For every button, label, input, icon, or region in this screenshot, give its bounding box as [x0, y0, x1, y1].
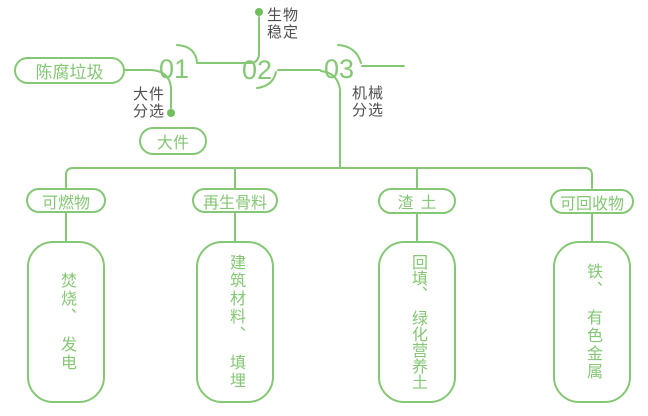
- result-box-recycled-aggregate: 建筑材料、 填埋: [196, 241, 274, 403]
- category-pill-recycled-aggregate: 再生骨料: [192, 188, 278, 213]
- step-label-bio-stabilization: 生物 稳定: [267, 7, 300, 41]
- result-box-slag-soil: 回填、 绿化营养土: [378, 241, 456, 403]
- step-label-bulky-sorting: 大件 分选: [133, 86, 166, 120]
- arc-under-step-02: [256, 71, 277, 89]
- source-label: 陈腐垃圾: [35, 63, 104, 82]
- step-number-01: 01: [158, 54, 190, 84]
- category-pill-recyclables: 可回收物: [550, 189, 634, 214]
- category-label: 再生骨料: [202, 194, 267, 212]
- result-box-recyclables: 铁、 有色金属: [553, 241, 631, 403]
- category-label: 可回收物: [559, 195, 624, 213]
- category-pill-slag-soil: 渣土: [378, 188, 456, 214]
- bulky-output-pill: 大件: [139, 127, 207, 155]
- branch-distribution-bar: [65, 167, 593, 189]
- bio-branch-dot: [255, 8, 263, 16]
- step-number-03: 03: [323, 54, 355, 84]
- step-label-mechanical-sorting: 机械 分选: [352, 85, 385, 119]
- arc-over-step-01: [176, 44, 198, 63]
- bulky-branch-dot: [167, 109, 175, 117]
- category-label: 渣土: [397, 195, 444, 212]
- step-number-02: 02: [241, 55, 273, 85]
- result-text: 回填、 绿化营养土: [409, 254, 426, 390]
- line-source-to-bulky-drop: [124, 69, 172, 109]
- arc-over-step-03: [337, 44, 362, 64]
- result-text: 铁、 有色金属: [584, 263, 601, 381]
- line-03-to-branch-bar: [320, 70, 341, 169]
- result-text: 建筑材料、 填埋: [227, 254, 244, 390]
- line-01-to-02-riser: [196, 16, 260, 64]
- category-pill-combustibles: 可燃物: [26, 188, 106, 213]
- result-box-combustibles: 焚烧、 发电: [27, 241, 105, 403]
- category-label: 可燃物: [41, 194, 90, 212]
- result-text: 焚烧、 发电: [58, 272, 75, 372]
- source-pill: 陈腐垃圾: [14, 57, 125, 84]
- bulky-output-label: 大件: [156, 135, 189, 152]
